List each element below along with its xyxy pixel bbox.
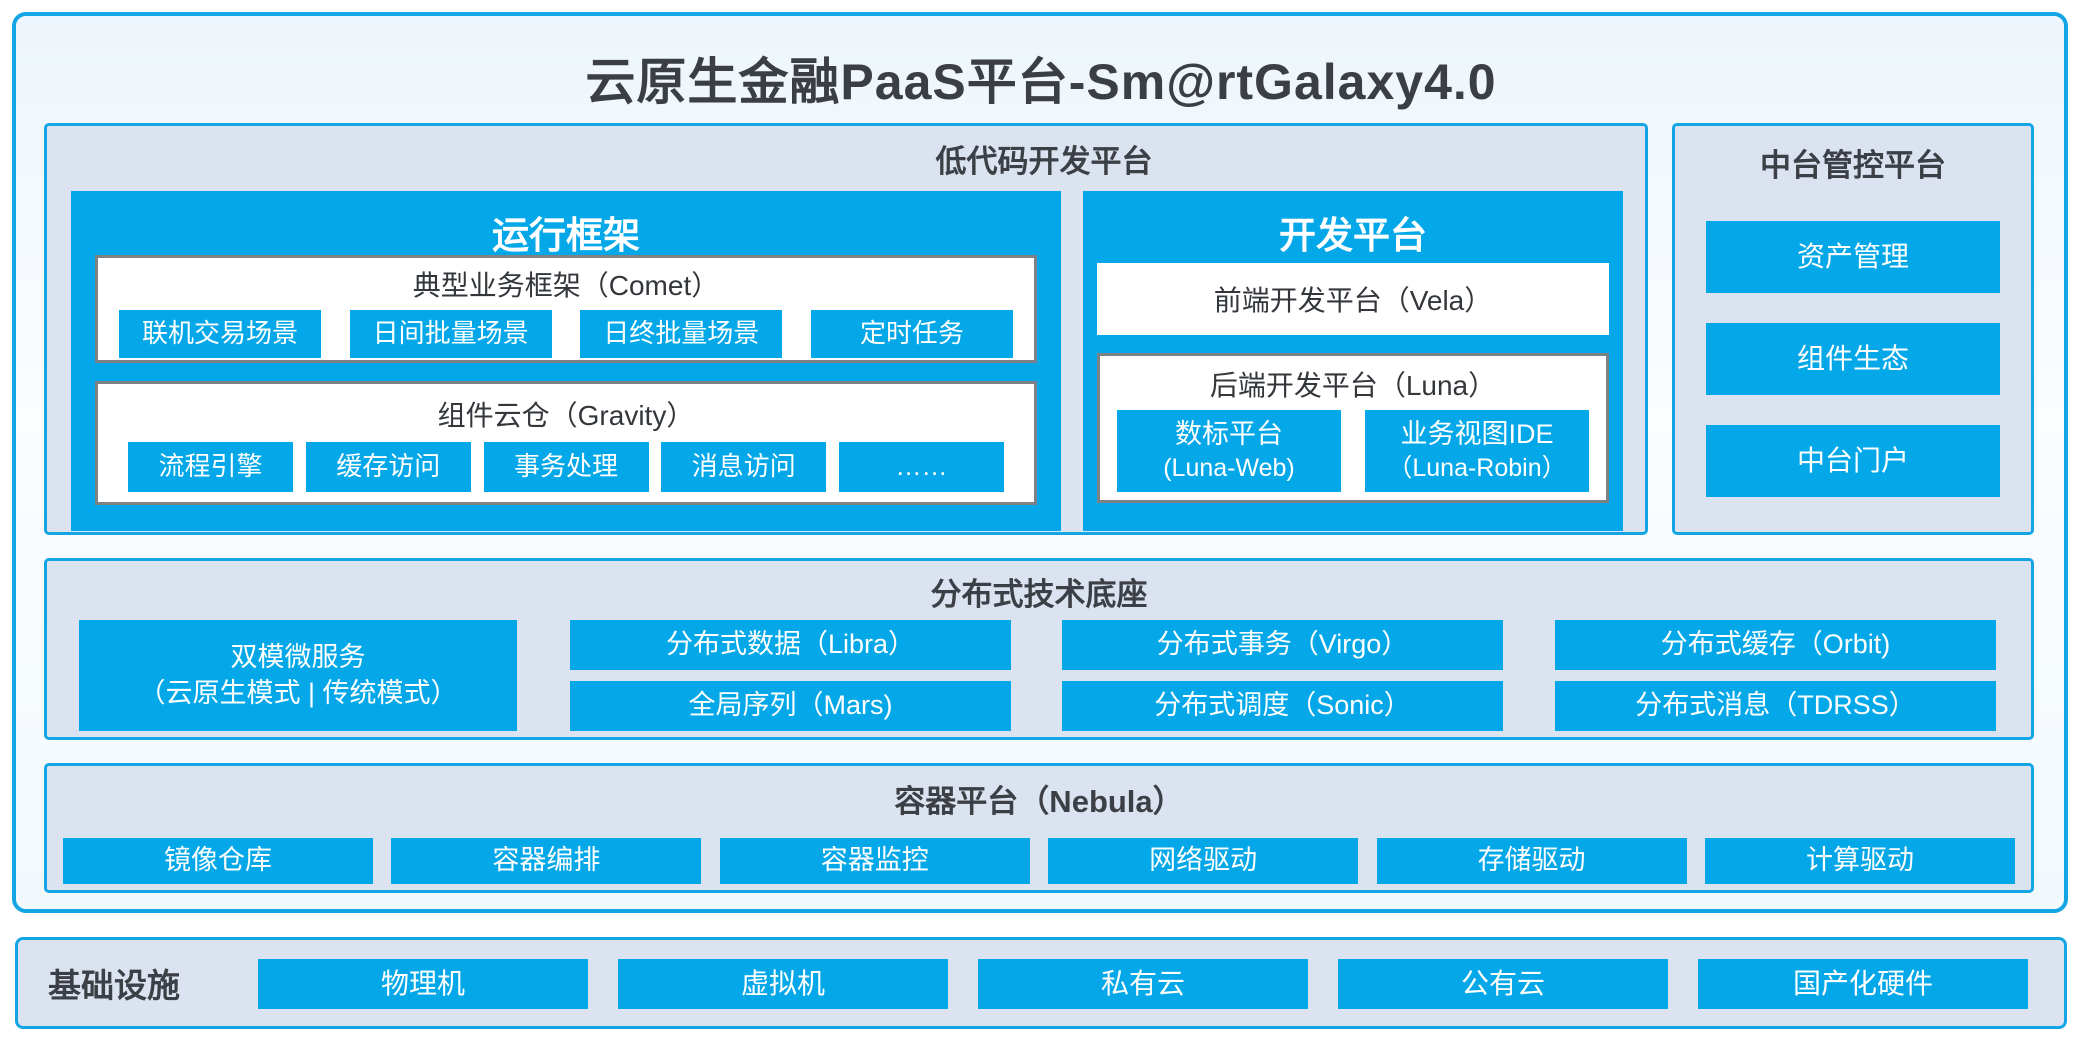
dev-platform-title: 开发平台 [1279, 215, 1427, 256]
comet-items-row: 联机交易场景 日间批量场景 日终批量场景 定时任务 [98, 310, 1034, 358]
luna-item-name: 业务视图IDE [1400, 419, 1554, 450]
container-item: 存储驱动 [1376, 838, 1687, 884]
distributed-item: 全局序列（Mars) [570, 681, 1011, 731]
gravity-item: 缓存访问 [305, 442, 471, 492]
midplatform-item: 资产管理 [1706, 221, 2000, 293]
infrastructure-item: 公有云 [1338, 959, 1668, 1009]
midplatform-title: 中台管控平台 [1760, 148, 1946, 183]
gravity-item: 流程引擎 [128, 442, 293, 492]
gravity-title: 组件云仓（Gravity） [437, 400, 695, 431]
page-title: 云原生金融PaaS平台-Sm@rtGalaxy4.0 [585, 54, 1497, 110]
comet-item: 日终批量场景 [580, 310, 783, 358]
container-item: 镜像仓库 [63, 838, 373, 884]
distributed-item: 分布式数据（Libra） [570, 620, 1011, 670]
infrastructure-item: 物理机 [258, 959, 588, 1009]
container-item: 容器监控 [719, 838, 1030, 884]
vela-label: 前端开发平台（Vela） [1213, 285, 1493, 316]
luna-box: 后端开发平台（Luna） 数标平台 (Luna-Web) 业务视图IDE （Lu… [1097, 353, 1609, 503]
container-item: 网络驱动 [1048, 838, 1359, 884]
luna-item-name: 数标平台 [1175, 419, 1283, 450]
infrastructure-item: 虚拟机 [618, 959, 948, 1009]
luna-item-code: （Luna-Robin） [1387, 454, 1567, 483]
dev-platform-box: 开发平台 前端开发平台（Vela） 后端开发平台（Luna） 数标平台 (Lun… [1083, 191, 1623, 531]
container-platform-title: 容器平台（Nebula） [894, 784, 1184, 819]
midplatform-item: 组件生态 [1706, 323, 2000, 395]
luna-item: 数标平台 (Luna-Web) [1117, 410, 1341, 492]
lowcode-platform-panel: 低代码开发平台 运行框架 典型业务框架（Comet） 联机交易场景 日间批量场景… [44, 123, 1648, 535]
distributed-base-title: 分布式技术底座 [930, 577, 1148, 612]
container-item: 计算驱动 [1704, 838, 2015, 884]
gravity-item: 消息访问 [661, 442, 827, 492]
container-items-row: 镜像仓库 容器编排 容器监控 网络驱动 存储驱动 计算驱动 [47, 838, 2031, 884]
comet-item: 日间批量场景 [349, 310, 552, 358]
luna-items-row: 数标平台 (Luna-Web) 业务视图IDE （Luna-Robin） [1100, 410, 1606, 492]
dual-mode-name: 双模微服务 [230, 642, 366, 673]
distributed-item: 分布式调度（Sonic） [1062, 681, 1503, 731]
gravity-items-row: 流程引擎 缓存访问 事务处理 消息访问 …… [98, 442, 1034, 492]
comet-item: 定时任务 [810, 310, 1013, 358]
runtime-framework-title: 运行框架 [492, 215, 640, 256]
gravity-box: 组件云仓（Gravity） 流程引擎 缓存访问 事务处理 消息访问 …… [95, 381, 1037, 505]
luna-item: 业务视图IDE （Luna-Robin） [1365, 410, 1589, 492]
infrastructure-panel: 基础设施 物理机 虚拟机 私有云 公有云 国产化硬件 [15, 937, 2067, 1029]
container-platform-panel: 容器平台（Nebula） 镜像仓库 容器编排 容器监控 网络驱动 存储驱动 计算… [44, 763, 2034, 893]
container-item: 容器编排 [391, 838, 702, 884]
comet-box: 典型业务框架（Comet） 联机交易场景 日间批量场景 日终批量场景 定时任务 [95, 255, 1037, 363]
dual-mode-microservice-box: 双模微服务 （云原生模式 | 传统模式） [79, 620, 517, 731]
distributed-item: 分布式事务（Virgo） [1062, 620, 1503, 670]
infrastructure-item: 私有云 [978, 959, 1308, 1009]
runtime-framework-box: 运行框架 典型业务框架（Comet） 联机交易场景 日间批量场景 日终批量场景 … [71, 191, 1061, 531]
luna-item-code: (Luna-Web) [1163, 454, 1295, 483]
luna-title: 后端开发平台（Luna） [1209, 370, 1497, 401]
distributed-item: 分布式缓存（Orbit) [1555, 620, 1996, 670]
dual-mode-sub: （云原生模式 | 传统模式） [138, 677, 458, 708]
comet-item: 联机交易场景 [119, 310, 321, 358]
infrastructure-item: 国产化硬件 [1698, 959, 2028, 1009]
distributed-item: 分布式消息（TDRSS） [1555, 681, 1996, 731]
infrastructure-title: 基础设施 [48, 967, 180, 1004]
gravity-item: 事务处理 [483, 442, 649, 492]
midplatform-panel: 中台管控平台 资产管理 组件生态 中台门户 [1672, 123, 2034, 535]
comet-title: 典型业务框架（Comet） [412, 270, 720, 301]
gravity-item-ellipsis: …… [839, 442, 1004, 492]
vela-box: 前端开发平台（Vela） [1097, 263, 1609, 335]
lowcode-platform-title: 低代码开发平台 [935, 144, 1153, 179]
midplatform-item: 中台门户 [1706, 425, 2000, 497]
distributed-base-panel: 分布式技术底座 双模微服务 （云原生模式 | 传统模式） 分布式数据（Libra… [44, 558, 2034, 740]
